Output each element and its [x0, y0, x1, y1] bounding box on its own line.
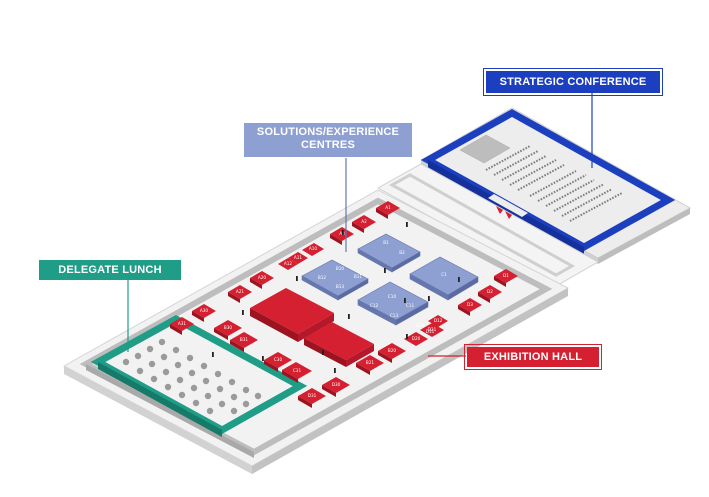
booth-label-c13: C13 [390, 313, 399, 318]
callout-solutions-centres: SOLUTIONS/EXPERIENCE CENTRES [244, 123, 412, 157]
entrance-arrow [505, 211, 512, 219]
booth-label-d3: D3 [467, 302, 473, 307]
booth-feature-large [250, 288, 334, 342]
booth-label-a31: A31 [178, 321, 187, 326]
conference-stage [459, 134, 511, 164]
callout-solutions-line1: SOLUTIONS/EXPERIENCE [256, 126, 400, 138]
solutions-block-c1 [409, 256, 479, 301]
booth-a10 [302, 243, 324, 256]
entrance-arrow [496, 206, 503, 214]
booth-label-c12: C12 [370, 303, 379, 308]
conference-seating [485, 145, 623, 222]
booth-label-d1: D1 [503, 273, 509, 278]
booth-label-b30: B30 [224, 325, 233, 330]
booth-label-a20: A20 [258, 275, 267, 280]
booth-label-a2: A2 [361, 219, 367, 224]
booth-a12 [278, 258, 298, 270]
callout-delegate-lunch: DELEGATE LUNCH [39, 260, 181, 280]
solutions-block-b10 [301, 259, 369, 301]
booth-label-c11: C11 [406, 303, 415, 308]
booth-label-d12: D12 [434, 318, 443, 323]
booth-label-b11: B11 [354, 274, 363, 279]
booth-label-b20: B20 [388, 348, 397, 353]
exhibition-booths [170, 201, 518, 408]
lunch-tables [122, 338, 262, 415]
booth-label-a30: A30 [200, 308, 209, 313]
callout-exhibition-hall-text: EXHIBITION HALL [483, 351, 583, 363]
callout-strategic-conference: STRATEGIC CONFERENCE [483, 68, 663, 96]
booth-label-a11: A11 [294, 255, 303, 260]
delegate-lunch-area [90, 315, 308, 437]
booth-label-b1: B1 [383, 240, 389, 245]
booth-label-b31: B31 [240, 337, 249, 342]
booth-label-b10: B10 [336, 266, 345, 271]
booth-label-d31: D31 [308, 393, 317, 398]
booth-label-c10: C10 [388, 294, 397, 299]
booth-label-b21: B21 [366, 360, 375, 365]
booth-label-b13: B13 [336, 284, 345, 289]
callout-solutions-line2: CENTRES [301, 139, 355, 151]
callout-delegate-lunch-text: DELEGATE LUNCH [58, 264, 162, 276]
booth-label-d2: D2 [487, 289, 493, 294]
booth-label-d30: D30 [332, 382, 341, 387]
booth-label-a21: A21 [236, 289, 245, 294]
booth-d20 [404, 332, 428, 346]
booth-d12 [428, 315, 448, 327]
callout-exhibition-hall: EXHIBITION HALL [464, 344, 602, 370]
solutions-block-b1 [357, 233, 421, 273]
booth-label-d20: D20 [412, 336, 421, 341]
conference-hall-area [419, 107, 692, 264]
booth-label-a10: A10 [309, 246, 318, 251]
booth-label-a12: A12 [284, 261, 293, 266]
booth-label-a1: A1 [385, 205, 391, 210]
visitor-figures [212, 222, 460, 373]
booth-label-b12: B12 [318, 275, 327, 280]
booth-feature-center [304, 322, 374, 367]
callout-leaders [127, 92, 593, 357]
booth-label-c1: C1 [441, 272, 447, 277]
booth-label-d10: D10 [416, 323, 425, 328]
booth-label-c30: C30 [274, 357, 283, 362]
booth-c31 [282, 362, 312, 379]
booth-label-d11: D11 [426, 329, 435, 334]
booth-label-c31: C31 [293, 368, 302, 373]
booth-label-d21: D21 [428, 327, 437, 332]
solutions-centres [301, 233, 479, 326]
booth-label-b2: B2 [399, 250, 405, 255]
solutions-block-c10 [357, 281, 429, 326]
callout-strategic-conference-text: STRATEGIC CONFERENCE [499, 76, 647, 88]
